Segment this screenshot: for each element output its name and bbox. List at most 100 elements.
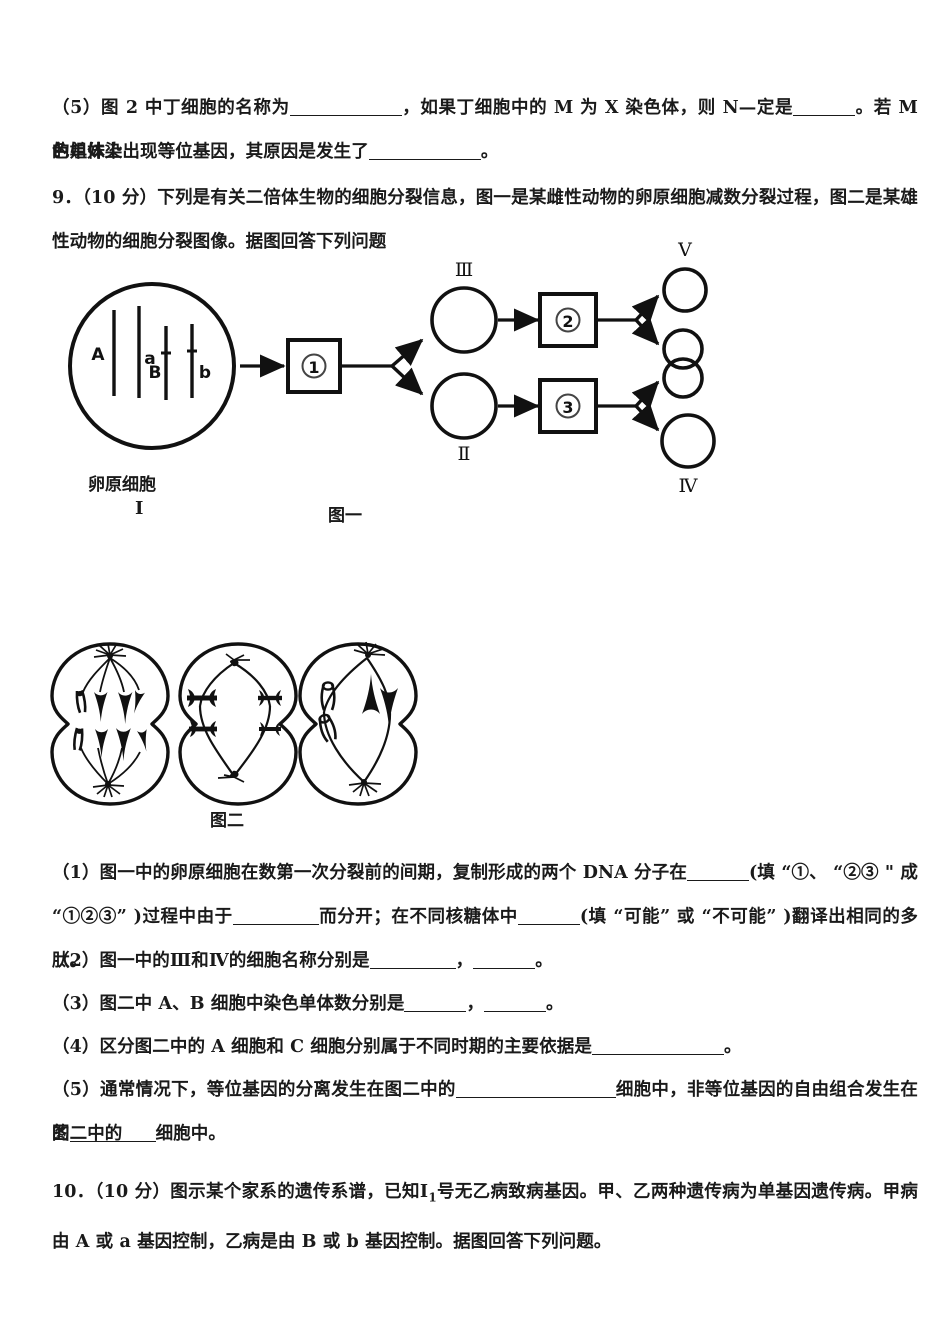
carryover-line2-a: 色单体上出现等位基因，其原因是发生了 xyxy=(52,142,369,162)
spindle-top-A xyxy=(82,657,140,693)
figure-two-cell-A xyxy=(50,642,170,806)
sub-question-2-label: （2） xyxy=(52,951,100,971)
answer-blank[interactable] xyxy=(517,908,580,925)
oogonium-label: 卵原细胞 xyxy=(88,475,156,495)
carryover-line2-b: 。 xyxy=(480,142,499,162)
gene-label-b: b xyxy=(199,363,211,383)
centrosome-top-C xyxy=(365,652,371,658)
chromatids-bottom-A xyxy=(73,727,152,761)
question-10-stem: 10．（10 分）图示某个家系的遗传系谱，已知Ⅰ1号无乙病致病基因。甲、乙两种遗… xyxy=(52,1170,918,1264)
carryover-line1-a: 图 2 中丁细胞的名称为 xyxy=(101,98,290,118)
figure-two-cell-B xyxy=(178,642,298,806)
question-10-stem-subscript: 1 xyxy=(428,1190,437,1205)
cell-IV xyxy=(660,413,716,469)
cell-IV-numeral: Ⅳ xyxy=(679,475,699,497)
process-box-2-ring xyxy=(555,307,581,333)
polar-body-2 xyxy=(662,357,704,399)
sub-question-1-part1: 图一中的卵原细胞在数第一次分裂前的间期，复制形成的两个 DNA 分子在 xyxy=(99,863,687,883)
answer-blank[interactable] xyxy=(404,995,467,1012)
question-9-number: 9． xyxy=(52,188,83,208)
figure-two-caption: 图二 xyxy=(210,811,244,831)
process-box-3-label: 3 xyxy=(562,398,573,417)
arrow-to-polar-body-1 xyxy=(631,316,660,346)
figure-two-cell-C xyxy=(298,641,418,806)
question-10-stem-a: 图示某个家系的遗传系谱，已知Ⅰ xyxy=(170,1182,429,1202)
sub-question-1-part3: 而分开；在不同核糖体中 xyxy=(318,907,518,927)
process-box-3-ring xyxy=(555,393,581,419)
sub-question-3-part3: 。 xyxy=(546,994,564,1014)
tetrads-B xyxy=(187,689,282,737)
sub-question-4: （4）区分图二中的 A 细胞和 C 细胞分别属于不同时期的主要依据是。 xyxy=(52,1025,918,1069)
spindle-B xyxy=(198,662,272,777)
question-9-marks: （10 分） xyxy=(82,188,158,208)
aster-bottom-A xyxy=(92,784,125,798)
figure-one: A a B b 1 Ⅲ Ⅱ xyxy=(40,239,740,548)
cell-III xyxy=(430,286,498,354)
cell-II-numeral: Ⅱ xyxy=(458,443,471,465)
arrow-to-cell-III xyxy=(390,338,424,368)
sub-question-5-line2: 的 细胞中。 xyxy=(52,1112,918,1156)
sub-question-2-part3: 。 xyxy=(535,951,553,971)
question-9-stem: 9．（10 分）下列是有关二倍体生物的细胞分裂信息，图一是某雌性动物的卵原细胞减… xyxy=(52,176,918,264)
sub-question-1-line1: （1）图一中的卵原细胞在数第一次分裂前的间期，复制形成的两个 DNA 分子在(填… xyxy=(52,851,918,983)
cell-V-numeral: Ⅴ xyxy=(677,239,692,261)
sub-question-5-label: （5） xyxy=(52,1080,101,1100)
answer-blank[interactable] xyxy=(686,864,749,881)
spindle-bottom-A xyxy=(80,747,141,785)
answer-blank[interactable] xyxy=(455,1081,616,1098)
sub-question-4-label: （4） xyxy=(52,1037,100,1057)
oogonium-numeral: Ⅰ xyxy=(135,498,144,519)
sub-question-1-label: （1） xyxy=(52,863,100,883)
answer-blank[interactable] xyxy=(69,1125,156,1142)
sub-question-5-part2: 细胞中，非等位基因的自由组合发生在图二中的 xyxy=(52,1080,918,1144)
question-10-marks: （10 分） xyxy=(94,1182,171,1202)
carryover-line1-b: ，如果丁细胞中的 M 为 X 染色体，则 N—定是 xyxy=(401,98,794,118)
sub-question-5-line1: （5）通常情况下，等位基因的分离发生在图二中的细胞中，非等位基因的自由组合发生在… xyxy=(52,1068,918,1156)
question-10-number: 10． xyxy=(52,1182,95,1202)
figure-two: 图二 xyxy=(42,636,442,846)
cell-V xyxy=(662,267,708,313)
cell-III-numeral: Ⅲ xyxy=(455,259,473,281)
sub-question-3-part1: 图二中 A、B 细胞中染色单体数分别是 xyxy=(99,994,405,1014)
carryover-question-5: （5）图 2 中丁细胞的名称为 ，如果丁细胞中的 M 为 X 染色体，则 N—定是… xyxy=(52,86,918,174)
answer-blank[interactable] xyxy=(232,908,319,925)
arrow-to-polar-body-2 xyxy=(631,380,660,410)
centrosome-top-A xyxy=(107,653,113,659)
carryover-label: （5） xyxy=(52,98,102,118)
aster-bottom-C xyxy=(348,782,382,797)
sub-question-4-part1: 区分图二中的 A 细胞和 C 细胞分别属于不同时期的主要依据是 xyxy=(99,1037,592,1057)
sub-question-3-label: （3） xyxy=(52,994,100,1014)
chromatids-top-A xyxy=(75,689,145,724)
answer-blank[interactable] xyxy=(368,143,481,160)
sub-question-3-part2: ， xyxy=(466,994,485,1014)
process-box-2-label: 2 xyxy=(562,312,573,331)
sub-question-1-part2: (填 “①、 “②③ " 成 “①②③” )过程中由于 xyxy=(52,863,918,927)
centrosome-bottom-B xyxy=(229,770,239,778)
answer-blank[interactable] xyxy=(473,952,536,969)
answer-blank[interactable] xyxy=(793,99,856,116)
sub-question-5-line2-prefix: 的 xyxy=(52,1124,70,1144)
carryover-question-5-line2: 色单体上出现等位基因，其原因是发生了 。 xyxy=(52,130,918,174)
question-9-stem-text: 下列是有关二倍体生物的细胞分裂信息，图一是某雌性动物的卵原细胞减数分裂过程，图二… xyxy=(52,188,918,252)
process-box-1-ring xyxy=(301,353,327,379)
figure-one-caption: 图一 xyxy=(328,506,362,526)
arrow-to-cell-IV xyxy=(631,402,660,432)
chromatids-left-C xyxy=(318,681,337,743)
process-box-1-label: 1 xyxy=(308,358,319,377)
gene-label-B: B xyxy=(149,363,162,383)
answer-blank[interactable] xyxy=(289,99,402,116)
arrow-to-cell-II xyxy=(390,364,424,396)
gene-label-A: A xyxy=(91,345,105,365)
answer-blank[interactable] xyxy=(591,1038,724,1055)
arrow-to-cell-V xyxy=(631,294,660,324)
figure-two-svg xyxy=(50,641,418,806)
gene-label-a: a xyxy=(144,349,155,369)
answer-blank[interactable] xyxy=(484,995,547,1012)
answer-blank[interactable] xyxy=(369,952,456,969)
carryover-line1-c: 。若 M 的姐妹染 xyxy=(52,98,918,162)
sub-question-1-part4: (填 “可能” 或 “不可能” )翻译出相同的多肽。 xyxy=(52,907,918,971)
cell-II xyxy=(430,372,498,440)
sub-question-2-part1: 图一中的Ⅲ和Ⅳ的细胞名称分别是 xyxy=(99,951,370,971)
sub-question-5-part3: 细胞中。 xyxy=(155,1124,227,1144)
